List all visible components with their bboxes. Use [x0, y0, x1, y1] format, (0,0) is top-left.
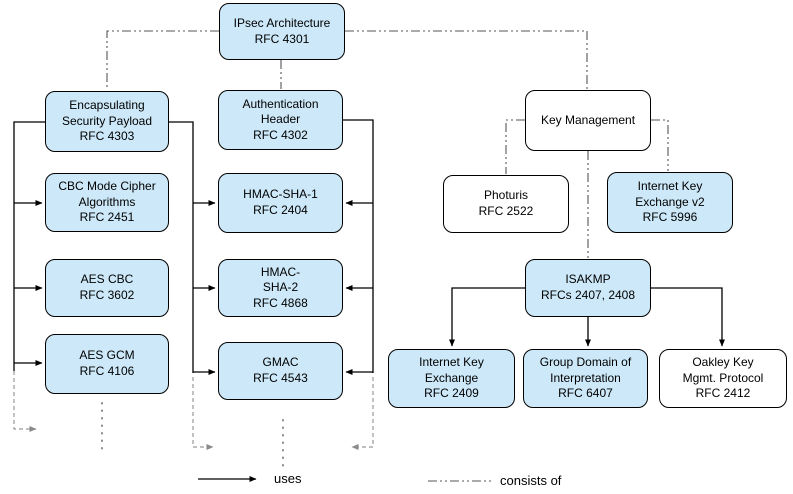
consists-keymgmt-to-photuris-line [505, 119, 525, 174]
node-ipsec-architecture: IPsec Architecture RFC 4301 [219, 3, 345, 60]
esp-right-trunk-line [169, 121, 194, 373]
node-ah: Authentication Header RFC 4302 [218, 90, 343, 150]
node-ikev2: Internet Key Exchange v2 RFC 5996 [607, 172, 733, 233]
node-cbc-mode-cipher: CBC Mode Cipher Algorithms RFC 2451 [45, 173, 169, 232]
node-key-management: Key Management [525, 90, 651, 151]
legend-consists-label: consists of [500, 473, 562, 488]
node-esp: Encapsulating Security Payload RFC 4303 [45, 91, 169, 152]
consists-ipsec-to-keymgmt-line [345, 30, 588, 89]
continuation-arrow-esp-right [192, 377, 214, 450]
uses-arrow-isakmp-to-ike [449, 287, 525, 347]
consists-ipsec-to-esp-line [106, 30, 219, 90]
node-hmac-sha1: HMAC-SHA-1 RFC 2404 [218, 173, 343, 233]
node-photuris: Photuris RFC 2522 [443, 175, 569, 233]
continuation-arrow-esp-left [13, 371, 37, 432]
uses-arrow-isakmp-to-oakley [651, 287, 725, 347]
node-aes-cbc: AES CBC RFC 3602 [45, 259, 169, 317]
node-hmac-sha2: HMAC- SHA-2 RFC 4868 [218, 259, 343, 317]
node-gdoi: Group Domain of Interpretation RFC 6407 [523, 349, 648, 408]
node-aes-gcm: AES GCM RFC 4106 [45, 334, 169, 394]
legend-uses-label: uses [274, 471, 302, 486]
node-gmac: GMAC RFC 4543 [218, 342, 343, 400]
ah-right-trunk-line [343, 119, 374, 373]
node-ike: Internet Key Exchange RFC 2409 [388, 349, 515, 408]
node-oakley: Oakley Key Mgmt. Protocol RFC 2412 [659, 349, 787, 408]
continuation-arrow-ah-right [351, 377, 374, 450]
esp-left-trunk-line [13, 121, 45, 371]
node-isakmp: ISAKMP RFCs 2407, 2408 [525, 259, 651, 317]
consists-keymgmt-to-ikev2-line [651, 119, 669, 171]
